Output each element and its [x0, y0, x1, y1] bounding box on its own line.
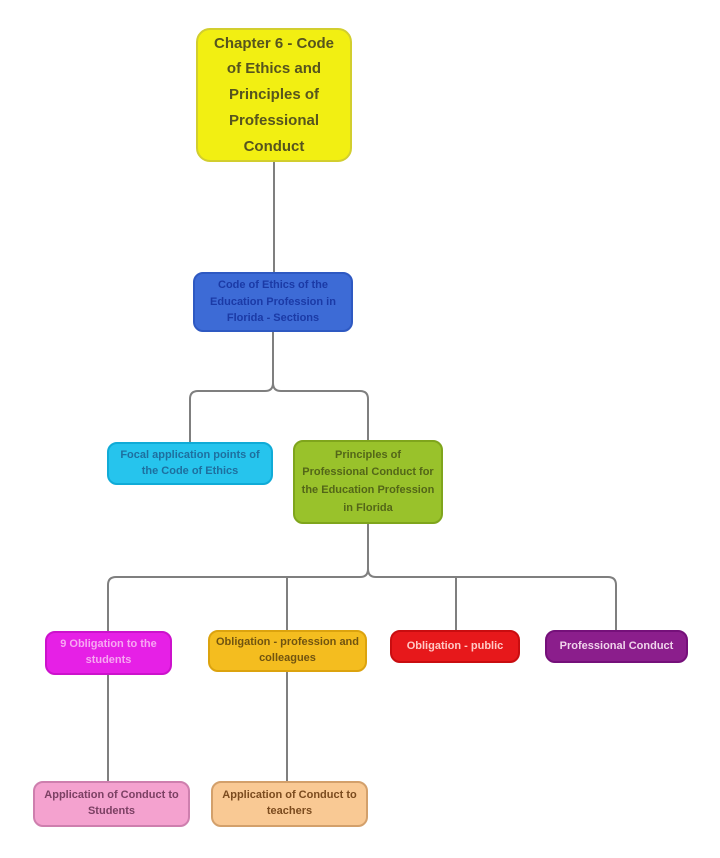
node-obligation-public: Obligation - public: [390, 630, 520, 663]
node-obligation-students: 9 Obligation to the students: [45, 631, 172, 675]
node-application-to-teachers: Application of Conduct to teachers: [211, 781, 368, 827]
node-focal-application-points: Focal application points of the Code of …: [107, 442, 273, 485]
node-chapter6-title: Chapter 6 - Code of Ethics and Principle…: [196, 28, 352, 162]
node-application-to-students: Application of Conduct to Students: [33, 781, 190, 827]
node-obligation-profession: Obligation - profession and colleagues: [208, 630, 367, 672]
connector-sections-focal: [189, 382, 274, 443]
node-professional-conduct: Professional Conduct: [545, 630, 688, 663]
connector-principles-conduct: [367, 568, 617, 631]
node-code-of-ethics-sections: Code of Ethics of the Education Professi…: [193, 272, 353, 332]
connector-sections-principles: [272, 382, 369, 441]
connector-principles-students: [107, 568, 369, 632]
node-principles-of-conduct: Principles of Professional Conduct for t…: [293, 440, 443, 524]
